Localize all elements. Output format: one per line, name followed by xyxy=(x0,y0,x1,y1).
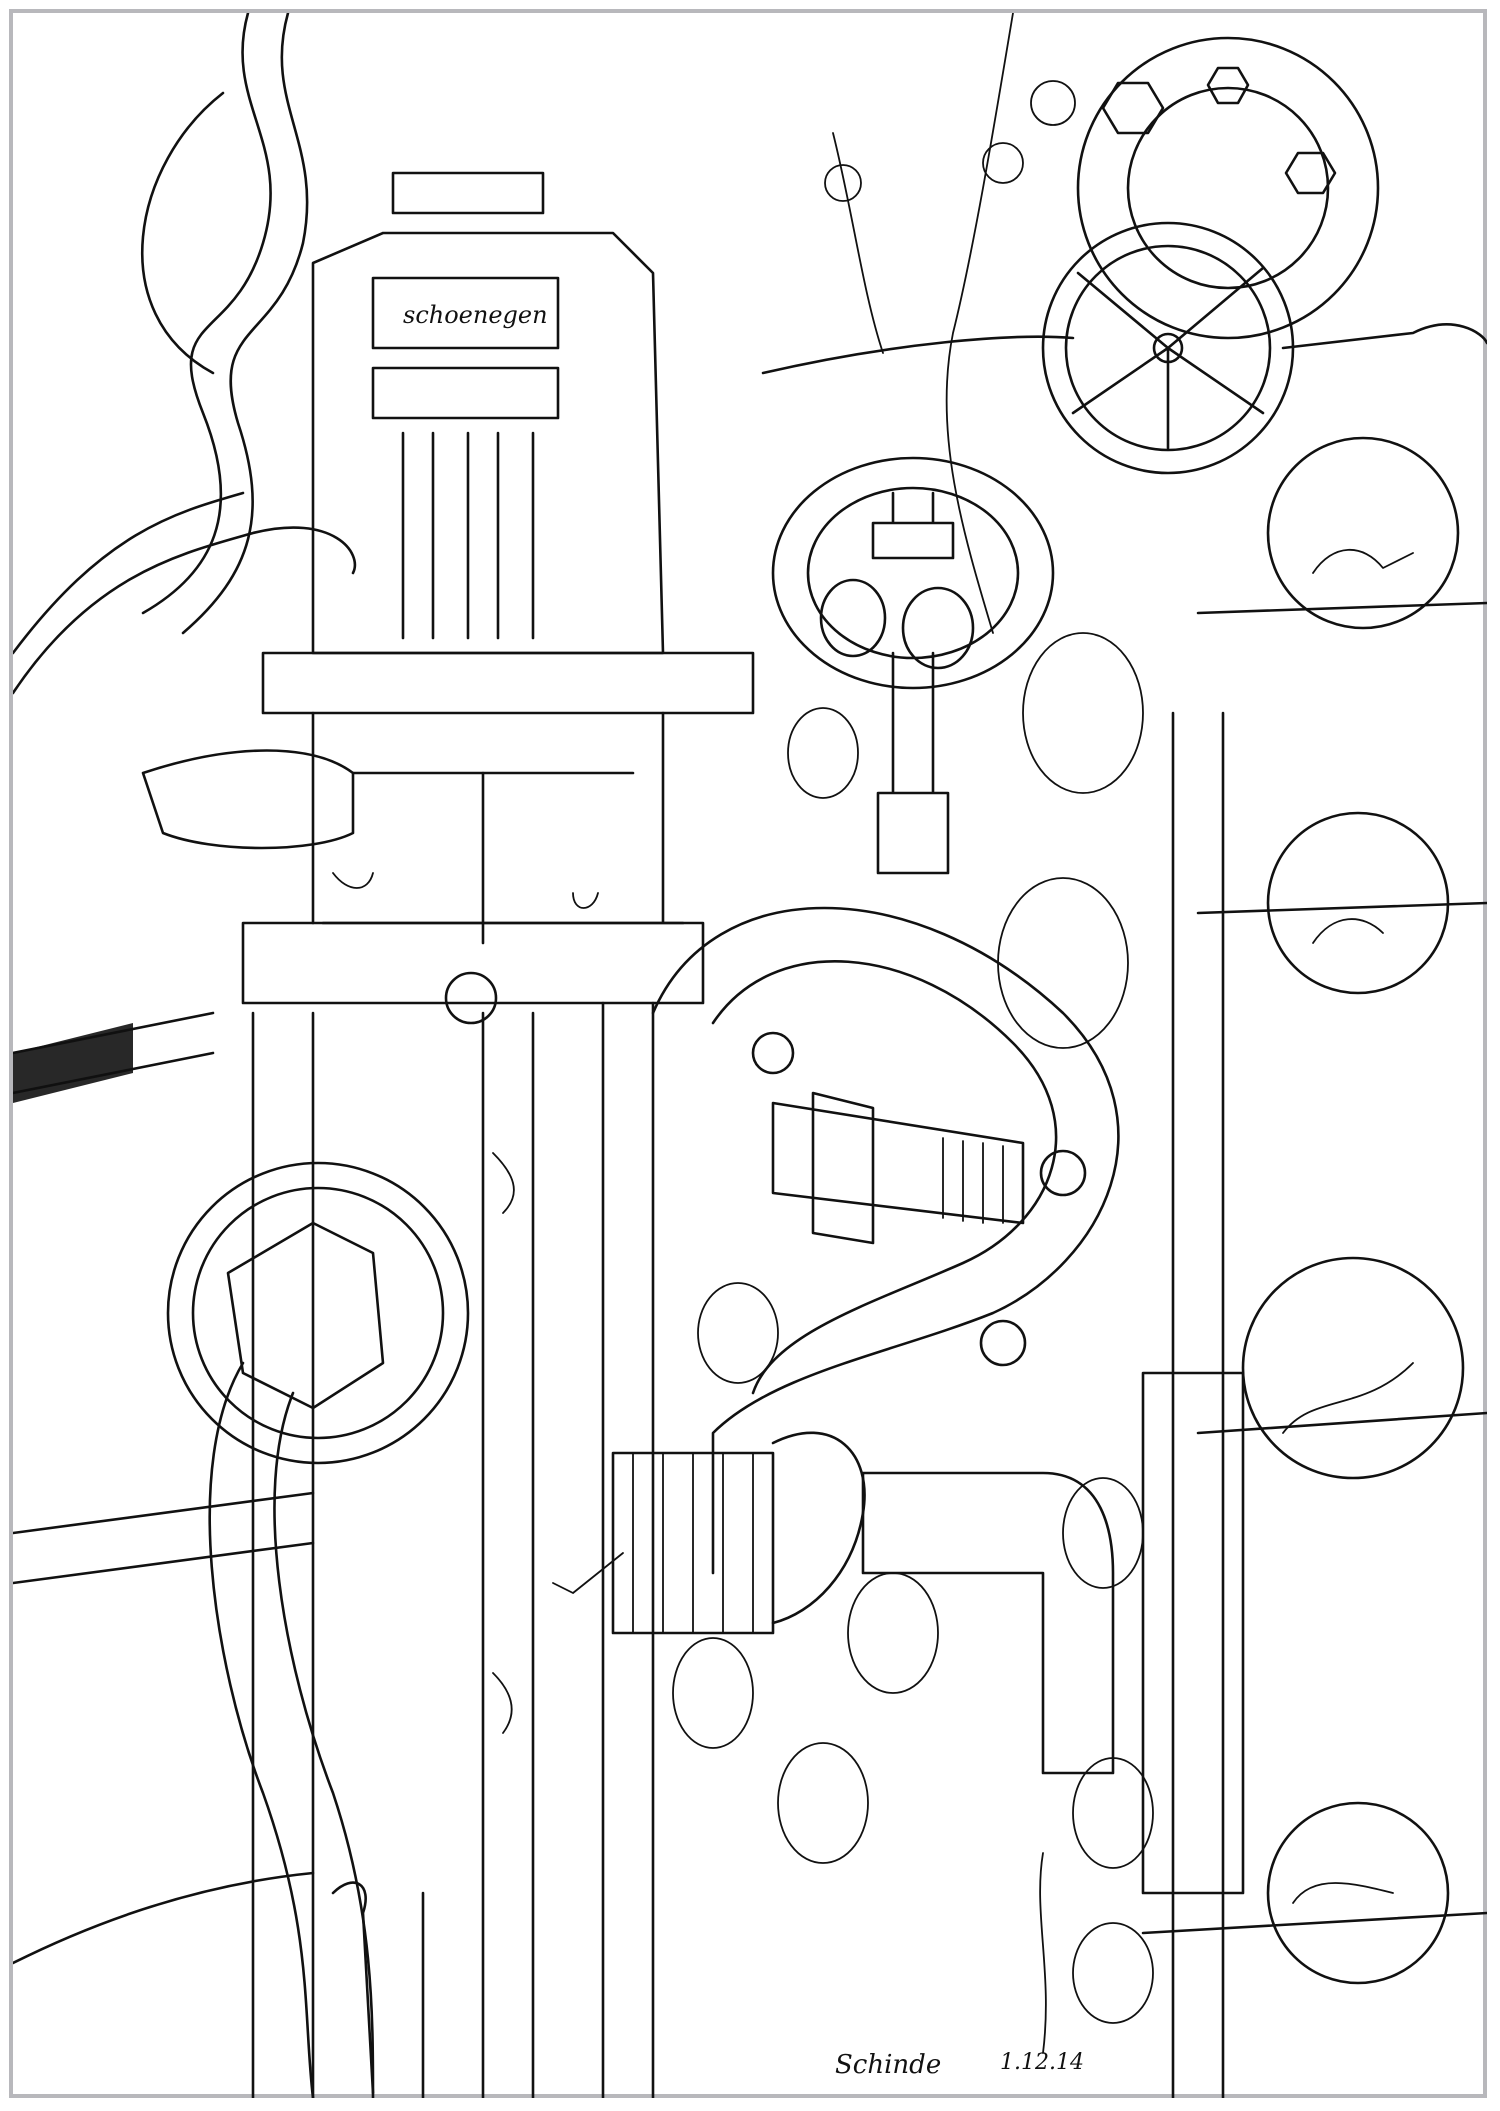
machine-block: schoenegen xyxy=(241,171,755,1025)
artwork-date: 1.12.14 xyxy=(1000,2050,1084,2075)
doodle-details xyxy=(331,13,1154,2098)
plate-label: schoenegen xyxy=(403,301,548,329)
left-flange xyxy=(166,1161,470,2098)
line-drawing: schoenegen xyxy=(13,13,1487,2098)
right-post xyxy=(1141,711,1245,2098)
elbow-pipe xyxy=(611,1431,1115,1775)
left-pipes xyxy=(13,13,357,2098)
artist-signature: Schinde xyxy=(835,2050,942,2080)
center-valve xyxy=(771,456,1055,875)
name-plate xyxy=(371,276,560,350)
top-right-valve xyxy=(761,36,1487,475)
s-pipe xyxy=(651,906,1120,1575)
right-medallions xyxy=(1141,436,1487,1985)
central-column xyxy=(481,1001,655,2098)
image-border xyxy=(9,9,1487,2098)
